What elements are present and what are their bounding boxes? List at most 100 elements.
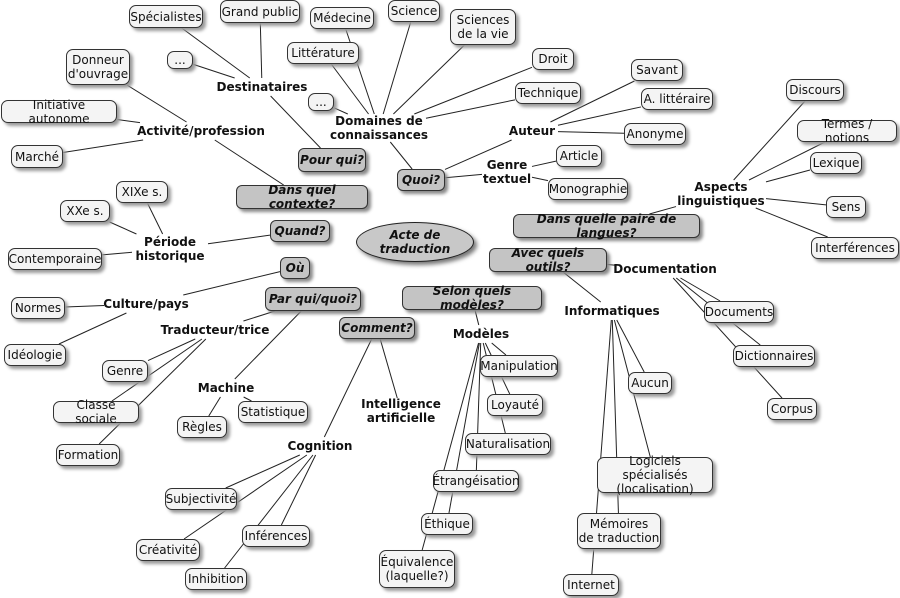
connector-line (382, 21, 412, 115)
question-comment[interactable]: Comment? (339, 317, 415, 339)
connector-line (550, 80, 635, 123)
category-activite[interactable]: Activité/profession (137, 124, 265, 138)
leaf-logiciels-specialises[interactable]: Logiciels spécialisés (localisation) (597, 454, 713, 496)
leaf-droit[interactable]: Droit (532, 48, 574, 70)
connector-line (672, 277, 783, 399)
leaf-contemporaine[interactable]: Contemporaine (8, 248, 102, 270)
connector-line (557, 106, 642, 126)
central-topic[interactable]: Acte de traduction (356, 222, 474, 262)
connector-line (649, 206, 677, 215)
leaf-subjectivite[interactable]: Subjectivité (165, 488, 237, 510)
leaf-memoires-traduction[interactable]: Mémoires de traduction (577, 513, 661, 549)
question-pour-qui[interactable]: Pour qui? (298, 148, 366, 172)
leaf-termes-notions[interactable]: Termes / notions (797, 117, 897, 145)
leaf-technique[interactable]: Technique (515, 82, 581, 104)
leaf-documents[interactable]: Documents (704, 301, 774, 323)
leaf-grand-public[interactable]: Grand public (220, 0, 300, 23)
leaf-specialistes[interactable]: Spécialistes (129, 5, 203, 28)
category-periode[interactable]: Période historique (135, 235, 205, 263)
connector-line (389, 141, 413, 170)
category-destinataires[interactable]: Destinataires (216, 80, 308, 94)
category-traducteur[interactable]: Traducteur/trice (160, 323, 270, 337)
connector-line (62, 139, 144, 153)
leaf-monographie[interactable]: Monographie (548, 178, 628, 200)
leaf-aucun[interactable]: Aucun (628, 372, 672, 394)
leaf-domaines-more[interactable]: ... (308, 93, 334, 111)
leaf-ideologie[interactable]: Idéologie (4, 344, 66, 366)
question-par-qui[interactable]: Par qui/quoi? (265, 287, 361, 311)
leaf-dictionnaires[interactable]: Dictionnaires (733, 345, 815, 367)
leaf-savant[interactable]: Savant (631, 59, 683, 81)
category-cognition[interactable]: Cognition (287, 439, 353, 453)
question-langues[interactable]: Dans quelle paire de langues? (513, 212, 700, 240)
category-domaines[interactable]: Domaines de connaissances (330, 114, 428, 142)
connector-line (101, 251, 133, 256)
leaf-inhibition[interactable]: Inhibition (185, 568, 247, 590)
category-genre-textuel[interactable]: Genre textuel (482, 158, 532, 186)
leaf-normes[interactable]: Normes (11, 297, 65, 319)
leaf-classe-sociale[interactable]: Classe sociale (53, 398, 139, 426)
connector-line (562, 271, 602, 303)
leaf-donneur-ouvrage[interactable]: Donneur d'ouvrage (66, 49, 130, 85)
connector-line (280, 454, 317, 526)
category-auteur[interactable]: Auteur (508, 124, 556, 138)
leaf-destinataires-more[interactable]: ... (167, 51, 193, 69)
leaf-regles[interactable]: Règles (177, 416, 227, 438)
leaf-auteur-litteraire[interactable]: A. littéraire (641, 88, 713, 110)
connector-line (444, 173, 483, 179)
leaf-anonyme[interactable]: Anonyme (624, 123, 686, 145)
leaf-litterature[interactable]: Littérature (287, 42, 359, 64)
category-modeles[interactable]: Modèles (452, 327, 510, 341)
question-quand[interactable]: Quand? (270, 220, 330, 242)
question-quoi[interactable]: Quoi? (397, 169, 445, 191)
connector-line (207, 234, 271, 245)
leaf-sciences-vie[interactable]: Sciences de la vie (450, 9, 516, 45)
connector-line (474, 309, 480, 326)
leaf-discours[interactable]: Discours (786, 79, 844, 101)
category-informatiques[interactable]: Informatiques (564, 304, 660, 318)
leaf-etrangeisation[interactable]: Étrangéisation (432, 470, 520, 492)
leaf-statistique[interactable]: Statistique (238, 401, 308, 423)
leaf-xxe[interactable]: XXe s. (60, 200, 110, 222)
leaf-xixe[interactable]: XIXe s. (116, 181, 168, 203)
question-modeles[interactable]: Selon quels modèles? (402, 284, 542, 312)
leaf-internet[interactable]: Internet (563, 574, 619, 596)
connector-line (323, 338, 373, 438)
category-intelligence-artificielle[interactable]: Intelligence artificielle (361, 397, 441, 425)
leaf-manipulation[interactable]: Manipulation (480, 355, 558, 377)
leaf-corpus[interactable]: Corpus (767, 398, 817, 420)
connector-line (748, 141, 826, 181)
leaf-formation[interactable]: Formation (56, 444, 120, 466)
leaf-marche[interactable]: Marché (11, 145, 63, 168)
connector-line (208, 396, 221, 417)
leaf-sens[interactable]: Sens (826, 196, 866, 218)
connector-line (111, 338, 203, 402)
connector-line (126, 84, 187, 123)
leaf-medecine[interactable]: Médecine (310, 7, 374, 29)
leaf-lexique[interactable]: Lexique (810, 152, 862, 174)
leaf-inferences[interactable]: Inférences (242, 525, 310, 547)
leaf-science[interactable]: Science (388, 0, 440, 22)
leaf-naturalisation[interactable]: Naturalisation (465, 433, 551, 455)
question-contexte[interactable]: Dans quel contexte? (236, 183, 368, 211)
connector-line (755, 207, 828, 238)
leaf-article[interactable]: Article (556, 145, 602, 167)
category-machine[interactable]: Machine (197, 381, 255, 395)
leaf-interferences[interactable]: Interférences (811, 237, 899, 259)
category-documentation[interactable]: Documentation (613, 262, 717, 276)
leaf-equivalence[interactable]: Équivalence (laquelle?) (379, 550, 455, 588)
leaf-creativite[interactable]: Créativité (136, 539, 200, 561)
leaf-loyaute[interactable]: Loyauté (487, 394, 543, 416)
category-aspects-linguistiques[interactable]: Aspects linguistiques (677, 180, 765, 208)
connector-line (183, 271, 281, 296)
leaf-ethique[interactable]: Éthique (421, 513, 473, 535)
leaf-genre[interactable]: Genre (102, 360, 148, 382)
connector-line (225, 454, 300, 489)
connector-line (181, 27, 251, 79)
connector-line (234, 310, 302, 380)
leaf-initiative-autonome[interactable]: Initiative autonome (1, 98, 117, 126)
category-culture[interactable]: Culture/pays (103, 297, 189, 311)
question-ou[interactable]: Où (280, 257, 310, 279)
question-outils[interactable]: Avec quels outils? (489, 246, 607, 274)
connector-line (616, 319, 645, 373)
